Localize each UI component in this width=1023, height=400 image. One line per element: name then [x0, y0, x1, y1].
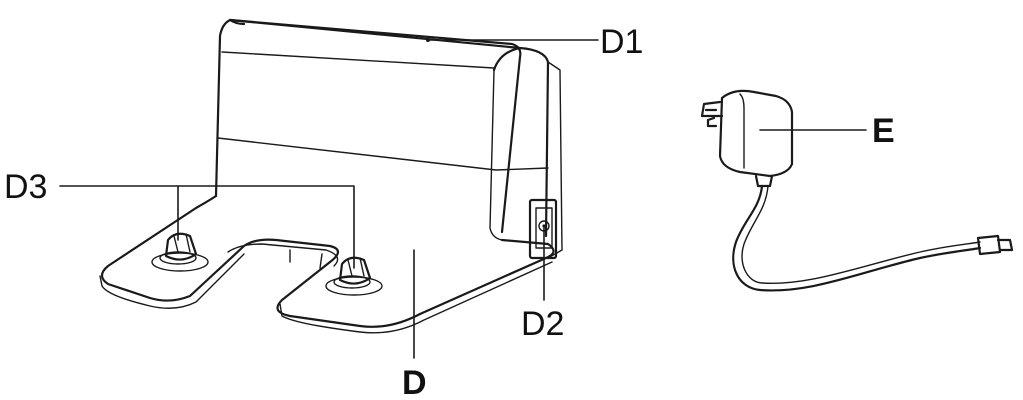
label-d2: D2 [521, 305, 564, 343]
label-d3: D3 [4, 168, 47, 206]
adapter-strain-relief [754, 174, 774, 188]
dock-housing-outline [214, 18, 522, 234]
charging-contact-left [151, 232, 209, 272]
adapter-body-edge [739, 93, 745, 169]
dock-base-edge [99, 253, 553, 334]
power-adapter [700, 89, 1014, 292]
dock-side-depth [489, 61, 563, 259]
label-d1: D1 [600, 23, 643, 61]
label-e: E [872, 112, 895, 150]
leader-lines [59, 39, 867, 359]
dock-base-plate [100, 194, 555, 328]
leader-d3 [59, 185, 355, 269]
adapter-body [718, 89, 794, 178]
dock-indicator-dot [426, 38, 430, 42]
dock-top-seam [221, 51, 495, 69]
label-d: D [402, 364, 427, 400]
adapter-prongs [700, 100, 724, 128]
dock-base-cutout [227, 243, 339, 269]
adapter-dc-plug [976, 234, 1014, 256]
charging-contact-right [325, 256, 383, 296]
adapter-cable [732, 184, 982, 292]
charging-dock [99, 18, 563, 334]
dock-middle-seam [217, 137, 549, 171]
adapter-cable-inner [741, 185, 981, 284]
dock-top-face [228, 18, 550, 238]
